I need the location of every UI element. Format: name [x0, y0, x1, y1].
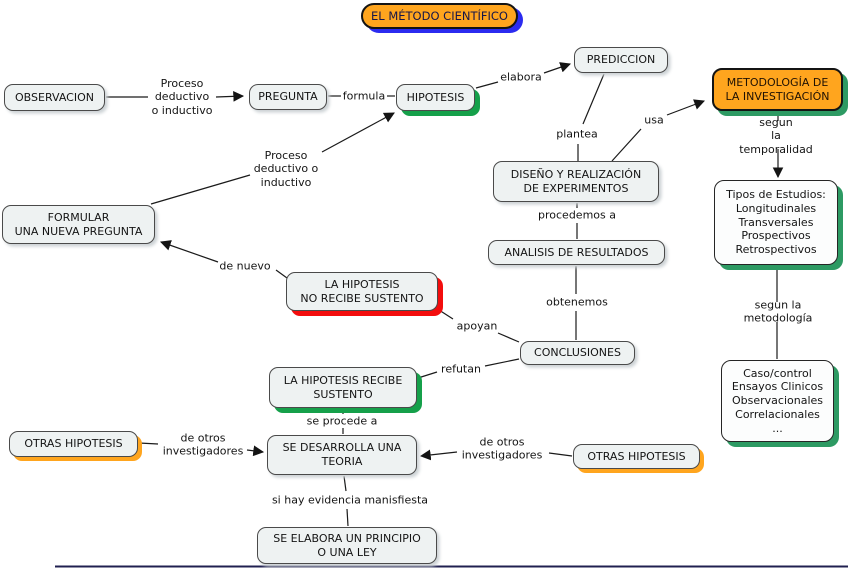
edge-label-refutan[interactable]: refutan	[441, 362, 481, 376]
edge-label-plantea[interactable]: plantea	[556, 127, 598, 141]
edge-label-segun-temporalidad[interactable]: segun la temporalidad	[739, 115, 813, 156]
edge-label-de-otros-investigadores-der[interactable]: de otros investigadores	[461, 435, 543, 462]
node-hipotesis-no-recibe-sustento[interactable]: LA HIPOTESIS NO RECIBE SUSTENTO	[286, 272, 438, 311]
edge-label-evidencia-manifiesta[interactable]: si hay evidencia manisfiesta	[271, 493, 429, 507]
node-otras-hipotesis-izquierda[interactable]: OTRAS HIPOTESIS	[9, 431, 138, 457]
edge-label-se-procede-a[interactable]: se procede a	[306, 414, 378, 428]
node-hipotesis[interactable]: HIPOTESIS	[396, 84, 475, 111]
edge-label-obtenemos[interactable]: obtenemos	[546, 295, 608, 309]
edge-label-de-nuevo[interactable]: de nuevo	[219, 259, 271, 273]
edge-label-usa[interactable]: usa	[644, 113, 664, 127]
node-otras-hipotesis-derecha[interactable]: OTRAS HIPOTESIS	[573, 444, 700, 469]
node-desarrolla-teoria[interactable]: SE DESARROLLA UNA TEORIA	[267, 435, 417, 475]
edge-label-de-otros-investigadores-izq[interactable]: de otros investigadores	[162, 431, 244, 458]
node-observacion[interactable]: OBSERVACION	[4, 84, 105, 111]
node-conclusiones[interactable]: CONCLUSIONES	[520, 341, 635, 365]
node-formular-nueva-pregunta[interactable]: FORMULAR UNA NUEVA PREGUNTA	[2, 205, 155, 244]
edge-label-proceso-deductivo-2[interactable]: Proceso deductivo o inductivo	[253, 148, 319, 189]
edge-label-apoyan[interactable]: apoyan	[456, 319, 498, 333]
node-diseno-experimentos[interactable]: DISEÑO Y REALIZACIÓN DE EXPERIMENTOS	[493, 161, 659, 202]
edge-label-procedemos-a[interactable]: procedemos a	[538, 208, 616, 222]
edge-label-elabora[interactable]: elabora	[500, 70, 542, 84]
node-prediccion[interactable]: PREDICCION	[574, 47, 668, 73]
node-pregunta[interactable]: PREGUNTA	[249, 84, 327, 110]
node-tipos-estudios[interactable]: Tipos de Estudios: Longitudinales Transv…	[714, 180, 838, 265]
edge-label-segun-metodologia[interactable]: segun la metodología	[743, 298, 813, 325]
node-titulo[interactable]: EL MÉTODO CIENTÍFICO	[361, 3, 518, 29]
node-principio-ley[interactable]: SE ELABORA UN PRINCIPIO O UNA LEY	[257, 527, 437, 564]
node-hipotesis-recibe-sustento[interactable]: LA HIPOTESIS RECIBE SUSTENTO	[269, 367, 417, 408]
edge-label-proceso-deductivo-1[interactable]: Proceso deductivo o inductivo	[151, 76, 213, 117]
edge-label-formula[interactable]: formula	[342, 89, 386, 103]
node-tipos-metodologia[interactable]: Caso/control Ensayos Clinicos Observacio…	[721, 360, 834, 442]
node-metodologia[interactable]: METODOLOGÍA DE LA INVESTIGACIÓN	[712, 68, 843, 111]
node-analisis-resultados[interactable]: ANALISIS DE RESULTADOS	[488, 240, 665, 265]
